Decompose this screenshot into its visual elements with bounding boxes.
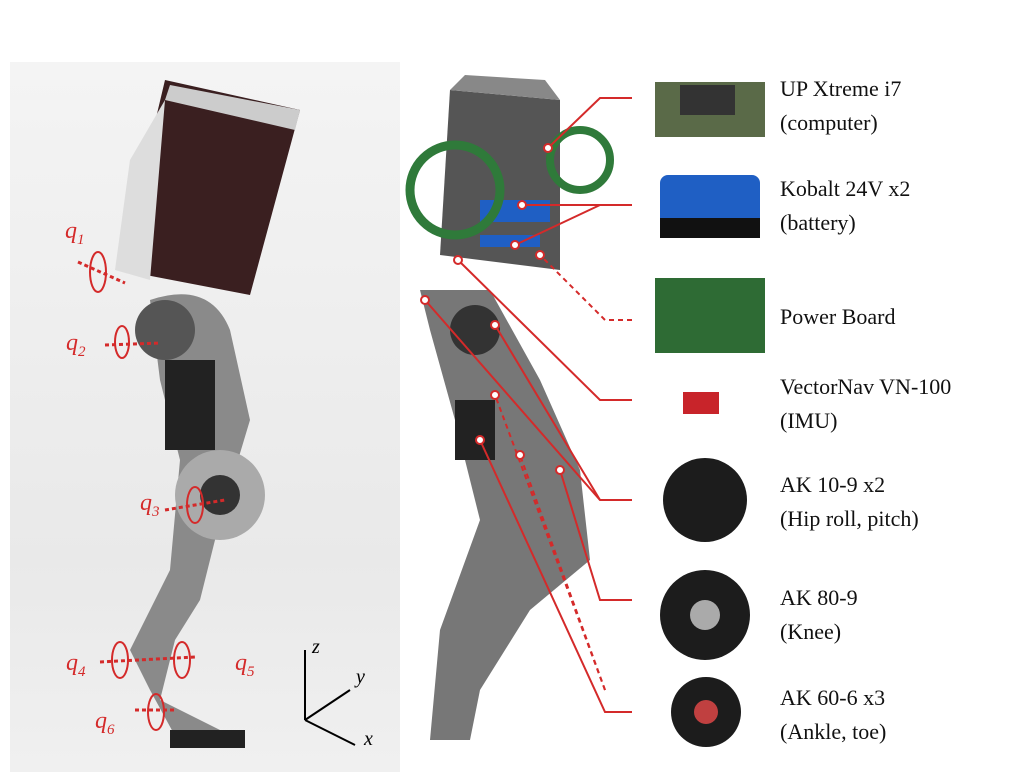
axis-z-label: z [312,636,320,658]
component-imu: VectorNav VN-100(IMU) [780,374,952,433]
axis-x-label: x [364,728,373,750]
component-battery: Kobalt 24V x2(battery) [780,176,911,235]
component-images [655,82,765,747]
joint-label-q4: q4 [66,650,86,680]
component-computer: UP Xtreme i7(computer) [780,76,902,135]
component-hip-motor: AK 10-9 x2(Hip roll, pitch) [780,472,919,531]
leader-lines [424,97,632,713]
component-ankle-motor: AK 60-6 x3(Ankle, toe) [780,685,887,744]
joint-label-q6: q6 [95,708,115,738]
axis-y-label: y [356,666,365,688]
joint-label-q2: q2 [66,330,86,360]
component-power-board: Power Board [780,304,896,329]
joint-label-q5: q5 [235,650,255,680]
robot-photo-body [115,80,300,748]
imu-image [683,392,719,414]
axis-triad [304,650,356,746]
joint-label-q1: q1 [65,218,85,248]
joint-label-q3: q3 [140,490,160,520]
power-board-image [655,278,765,353]
ak10-9-image [663,458,747,542]
robot-render [405,75,614,740]
component-knee-motor: AK 80-9(Knee) [780,585,858,644]
